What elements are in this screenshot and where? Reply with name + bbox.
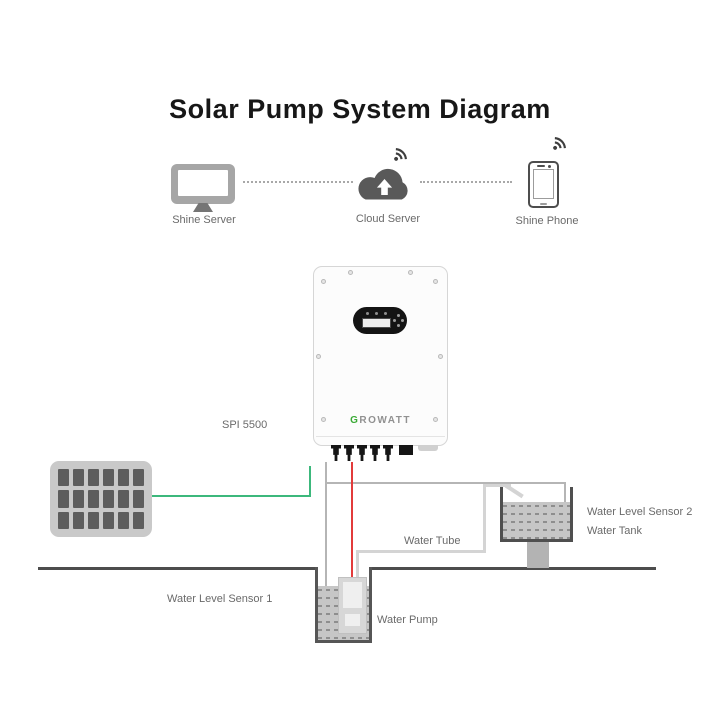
screw-icon <box>321 279 326 284</box>
inverter-growatt-spi5500: GROWATT <box>313 266 448 446</box>
screw-icon <box>316 354 321 359</box>
mc4-connector <box>370 445 380 461</box>
nav-up-button <box>397 314 400 317</box>
smartphone-icon <box>528 161 559 208</box>
solar-cell <box>88 490 99 508</box>
mc4-connector <box>344 445 354 461</box>
shine-phone-label: Shine Phone <box>515 215 579 227</box>
water-level-sensor1-label: Water Level Sensor 1 <box>167 593 273 605</box>
monitor-stand <box>193 203 213 212</box>
solar-cell <box>133 490 144 508</box>
mc4-connector <box>357 445 367 461</box>
water-tube-riser <box>483 486 486 553</box>
solar-cell <box>88 511 99 529</box>
water-tube-top <box>483 484 511 487</box>
sensor2-wire-drop <box>564 482 566 508</box>
nav-left-button <box>393 319 396 322</box>
pv-wire-horizontal <box>152 495 310 497</box>
cloud-server-label: Cloud Server <box>355 213 421 225</box>
water-tube-horizontal <box>356 550 486 553</box>
ground-line-right <box>371 567 656 570</box>
solar-cell <box>103 469 114 487</box>
solar-cell <box>103 490 114 508</box>
dotted-link-server-cloud <box>243 181 353 183</box>
phone-speaker <box>537 165 545 167</box>
solar-cell <box>73 469 84 487</box>
water-pump-label: Water Pump <box>377 614 438 626</box>
tank-water <box>503 502 570 539</box>
mc4-connector <box>331 445 341 461</box>
growatt-logo: GROWATT <box>314 415 447 426</box>
solar-cell <box>118 511 129 529</box>
water-tank-label: Water Tank <box>587 525 643 537</box>
phone-camera-dot <box>548 164 551 168</box>
growatt-logo-rest: ROWATT <box>359 415 411 426</box>
screw-icon <box>438 354 443 359</box>
ground-line-left <box>38 567 317 570</box>
inverter-bottom-tab <box>418 445 438 451</box>
tank-wall-left <box>500 487 503 542</box>
water-tube-spout <box>504 484 524 499</box>
solar-panel-icon <box>50 461 152 537</box>
page-title: Solar Pump System Diagram <box>169 94 551 124</box>
solar-cell <box>118 469 129 487</box>
solar-cell <box>58 490 69 508</box>
water-tube-label: Water Tube <box>404 535 461 547</box>
nav-down-button <box>397 324 400 327</box>
pv-wire-vertical <box>309 466 311 497</box>
shine-server-label: Shine Server <box>172 214 236 226</box>
monitor-icon <box>171 164 235 204</box>
lcd-screen <box>362 318 391 328</box>
solar-cell <box>73 490 84 508</box>
wifi-icon <box>394 148 407 161</box>
solar-cell <box>103 511 114 529</box>
well-wall-left <box>315 567 318 643</box>
pump-power-wire <box>351 462 353 579</box>
inverter-connectors <box>331 445 413 461</box>
well-wall-right <box>369 567 372 643</box>
screw-icon <box>348 270 353 275</box>
pump-body-lower <box>345 614 360 626</box>
mc4-connector <box>383 445 393 461</box>
wifi-icon <box>553 137 566 150</box>
screw-icon <box>433 417 438 422</box>
solar-cell <box>133 469 144 487</box>
inverter-model-label: SPI 5500 <box>222 419 268 431</box>
connector-block <box>399 445 413 455</box>
solar-cell <box>73 511 84 529</box>
pump-body-upper <box>343 582 362 608</box>
screw-icon <box>408 270 413 275</box>
solar-cell <box>58 469 69 487</box>
water-tube-well-drop <box>356 552 359 578</box>
status-led <box>375 312 378 315</box>
water-pump-icon <box>338 577 367 634</box>
screw-icon <box>433 279 438 284</box>
status-led <box>366 312 369 315</box>
monitor-screen <box>178 170 228 196</box>
tank-pedestal <box>527 542 549 568</box>
sensor2-wire-horizontal <box>325 482 566 484</box>
solar-cell <box>133 511 144 529</box>
water-level-sensor2-label: Water Level Sensor 2 <box>587 506 693 518</box>
phone-home-bar <box>540 202 547 205</box>
inverter-seam <box>316 436 445 437</box>
nav-right-button <box>401 319 404 322</box>
phone-screen <box>533 169 554 199</box>
solar-cell <box>88 469 99 487</box>
dotted-link-cloud-phone <box>420 181 512 183</box>
solar-cells <box>58 469 144 529</box>
solar-cell <box>58 511 69 529</box>
tank-wall-right <box>570 487 573 542</box>
well-bottom <box>315 640 372 643</box>
sensor1-wire-vertical <box>325 462 327 598</box>
solar-cell <box>118 490 129 508</box>
status-led <box>384 312 387 315</box>
growatt-logo-g: G <box>350 415 360 426</box>
tank-bottom <box>500 539 573 542</box>
cloud-upload-icon <box>358 168 408 200</box>
inverter-display-panel <box>353 307 407 334</box>
screw-icon <box>321 417 326 422</box>
